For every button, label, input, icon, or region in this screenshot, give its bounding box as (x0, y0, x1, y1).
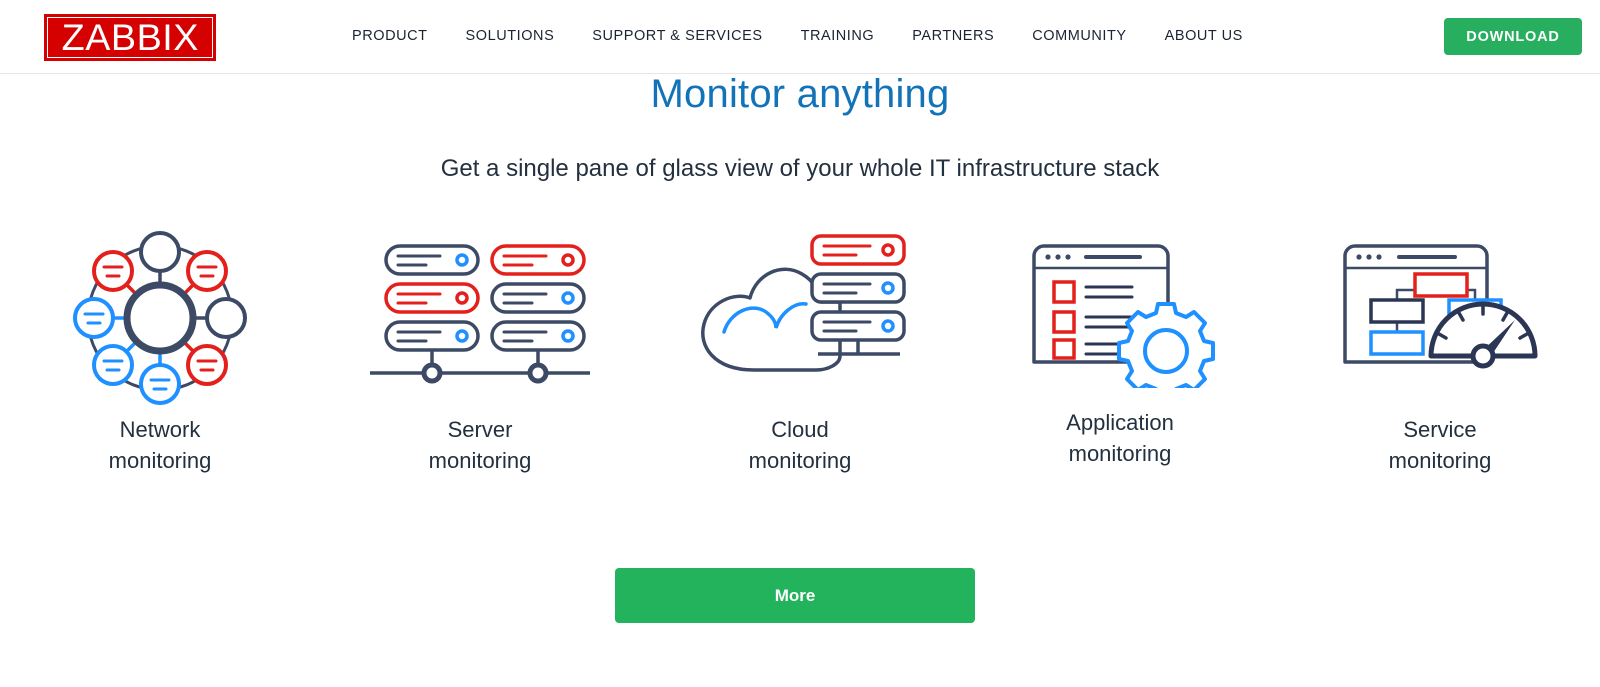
feature-application-monitoring[interactable]: Application monitoring (960, 228, 1280, 518)
feature-label: Network monitoring (108, 417, 212, 473)
feature-service-monitoring[interactable]: Service monitoring (1280, 228, 1600, 518)
server-rack-icon (320, 228, 640, 414)
feature-label: Cloud monitoring (748, 417, 852, 473)
network-topology-icon (0, 228, 320, 414)
logo-inner-border (47, 17, 213, 58)
feature-list: Network monitoring (0, 228, 1600, 518)
application-window-gear-icon (960, 228, 1280, 414)
more-button[interactable]: More (615, 568, 975, 623)
page-subtitle: Get a single pane of glass view of your … (440, 155, 1160, 182)
feature-label: Service monitoring (1388, 417, 1492, 473)
service-tree-gauge-icon (1280, 228, 1600, 414)
site-header: ZABBIX PRODUCT SOLUTIONS SUPPORT & SERVI… (0, 0, 1600, 74)
feature-network-monitoring[interactable]: Network monitoring (0, 228, 320, 518)
nav-item-support-services[interactable]: SUPPORT & SERVICES (592, 28, 763, 44)
nav-item-about-us[interactable]: ABOUT US (1164, 28, 1243, 44)
nav-item-partners[interactable]: PARTNERS (912, 28, 995, 44)
nav-item-training[interactable]: TRAINING (800, 28, 875, 44)
feature-label: Server monitoring (428, 417, 532, 473)
nav-item-community[interactable]: COMMUNITY (1032, 28, 1127, 44)
nav-item-solutions[interactable]: SOLUTIONS (465, 28, 555, 44)
cloud-server-icon (640, 228, 960, 414)
page-title: Monitor anything (650, 72, 950, 116)
main-navigation: PRODUCT SOLUTIONS SUPPORT & SERVICES TRA… (352, 28, 1243, 44)
zabbix-logo[interactable]: ZABBIX (44, 14, 216, 61)
feature-label: Application monitoring (1066, 410, 1174, 466)
feature-cloud-monitoring[interactable]: Cloud monitoring (640, 228, 960, 518)
feature-server-monitoring[interactable]: Server monitoring (320, 228, 640, 518)
nav-item-product[interactable]: PRODUCT (352, 28, 428, 44)
download-button[interactable]: DOWNLOAD (1444, 18, 1582, 55)
logo-text: ZABBIX (61, 17, 199, 58)
